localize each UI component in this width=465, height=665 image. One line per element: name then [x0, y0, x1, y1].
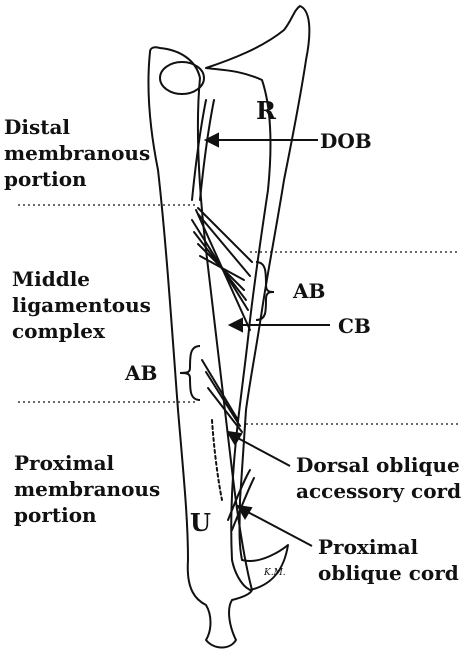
artist-signature: K.M. [264, 568, 286, 578]
ulna-head [159, 61, 205, 95]
ab-brace-left [179, 345, 201, 401]
accessory-band-lower [201, 359, 239, 421]
label-ulna: U [190, 508, 211, 537]
label-radius: R [256, 96, 276, 125]
label-cb: CB [338, 314, 371, 338]
label-ab-right: AB [293, 279, 326, 303]
dob-ligament [191, 99, 207, 201]
radius-bone [205, 5, 311, 591]
proximal-oblique-cord [227, 469, 251, 521]
dorsal-oblique-accessory-cord [211, 419, 223, 501]
ab-brace-right [255, 261, 275, 321]
label-dob: DOB [320, 129, 372, 153]
dorsal-oblique-arrow [233, 435, 291, 467]
label-ab-left: AB [125, 361, 158, 385]
proximal-oblique-arrow [243, 509, 313, 547]
